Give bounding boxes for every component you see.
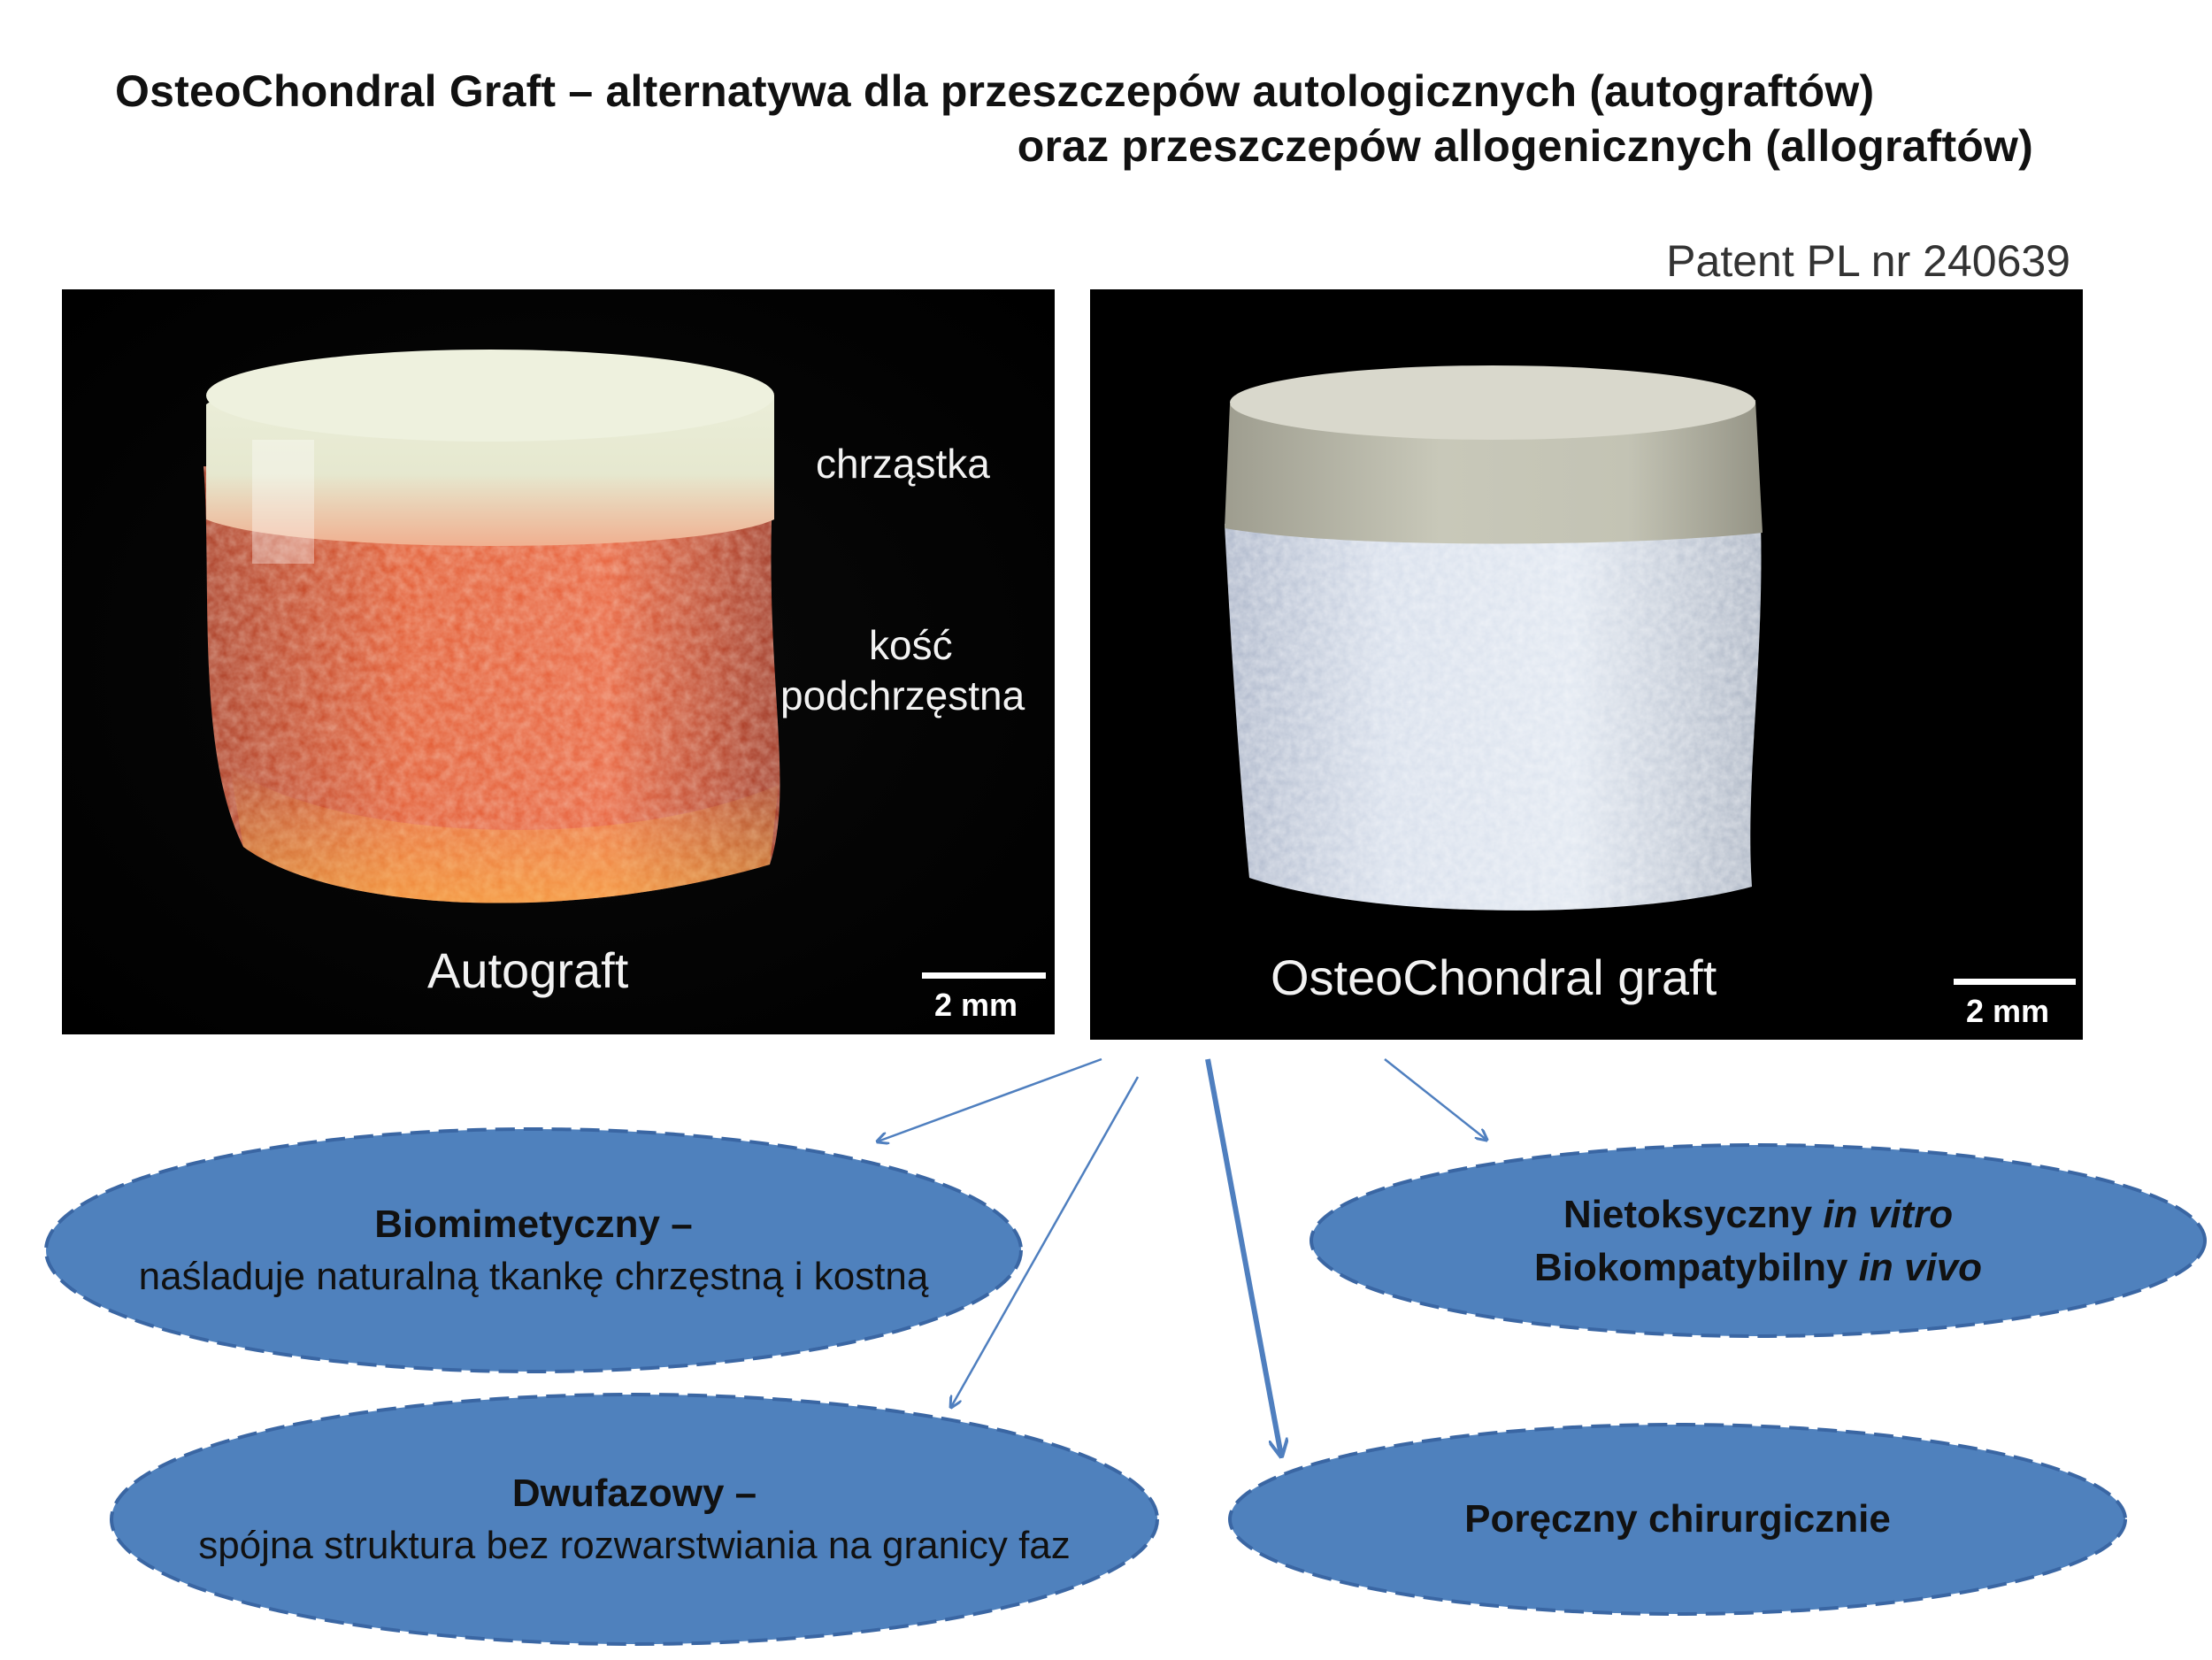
biphasic-subtitle: spójna struktura bez rozwarstwiania na g… <box>198 1524 1071 1567</box>
label-bone-line-1: kość <box>869 622 953 668</box>
autograft-photo: chrząstka kość podchrzęstna Autograft 2 … <box>62 289 1055 1034</box>
nontoxic-text: Nietoksyczny <box>1563 1193 1813 1237</box>
label-bone-line-2: podchrzęstna <box>780 672 1025 719</box>
feature-biphasic: Dwufazowy – spójna struktura bez rozwars… <box>108 1391 1161 1648</box>
scale-label-left: 2 mm <box>934 987 1018 1023</box>
feature-biomimetic: Biomimetyczny – naśladuje naturalną tkan… <box>42 1126 1025 1375</box>
feature-handy: Poręczny chirurgicznie <box>1226 1421 2129 1618</box>
osteochondral-graft-photo: OsteoChondral graft 2 mm <box>1090 289 2083 1040</box>
autograft-cylinder-image <box>62 289 1055 1034</box>
scale-label-right: 2 mm <box>1966 993 2050 1029</box>
biocompatible-italic: in vivo <box>1858 1245 1983 1289</box>
arrow-to-biphasic <box>951 1076 1140 1407</box>
label-cartilage: chrząstka <box>816 441 990 487</box>
nontoxic-italic: in vitro <box>1823 1193 1954 1237</box>
osteochondral-caption: OsteoChondral graft <box>1271 949 1717 1005</box>
page-title-line-2: oraz przeszczepów allogenicznych (allogr… <box>1017 121 2033 171</box>
ellipse-shape <box>44 1127 1023 1373</box>
feature-nontoxic: Nietoksyczny in vitro Biokompatybilny in… <box>1308 1141 2208 1341</box>
handy-title: Poręczny chirurgicznie <box>1464 1497 1891 1541</box>
biomimetic-title: Biomimetyczny – <box>374 1202 693 1246</box>
biocompatible-text: Biokompatybilny <box>1533 1245 1848 1289</box>
biphasic-title: Dwufazowy – <box>511 1471 757 1515</box>
patent-number: Patent PL nr 240639 <box>1666 236 2070 286</box>
ellipse-shape <box>1310 1143 2207 1338</box>
ellipse-shape <box>1228 1423 2127 1616</box>
scale-bar-right <box>1954 979 2076 985</box>
page-title-line-1: OsteoChondral Graft – alternatywa dla pr… <box>115 66 1875 116</box>
arrow-to-biomimetic <box>878 1057 1102 1141</box>
scale-bar-left <box>922 972 1046 979</box>
ellipse-shape <box>110 1393 1159 1646</box>
arrow-to-handy <box>1205 1058 1281 1456</box>
biomimetic-subtitle: naśladuje naturalną tkankę chrzęstną i k… <box>138 1255 929 1298</box>
arrow-to-nontoxic <box>1384 1058 1486 1140</box>
osteochondral-cylinder-image <box>1090 289 2083 1040</box>
autograft-caption: Autograft <box>427 942 629 998</box>
